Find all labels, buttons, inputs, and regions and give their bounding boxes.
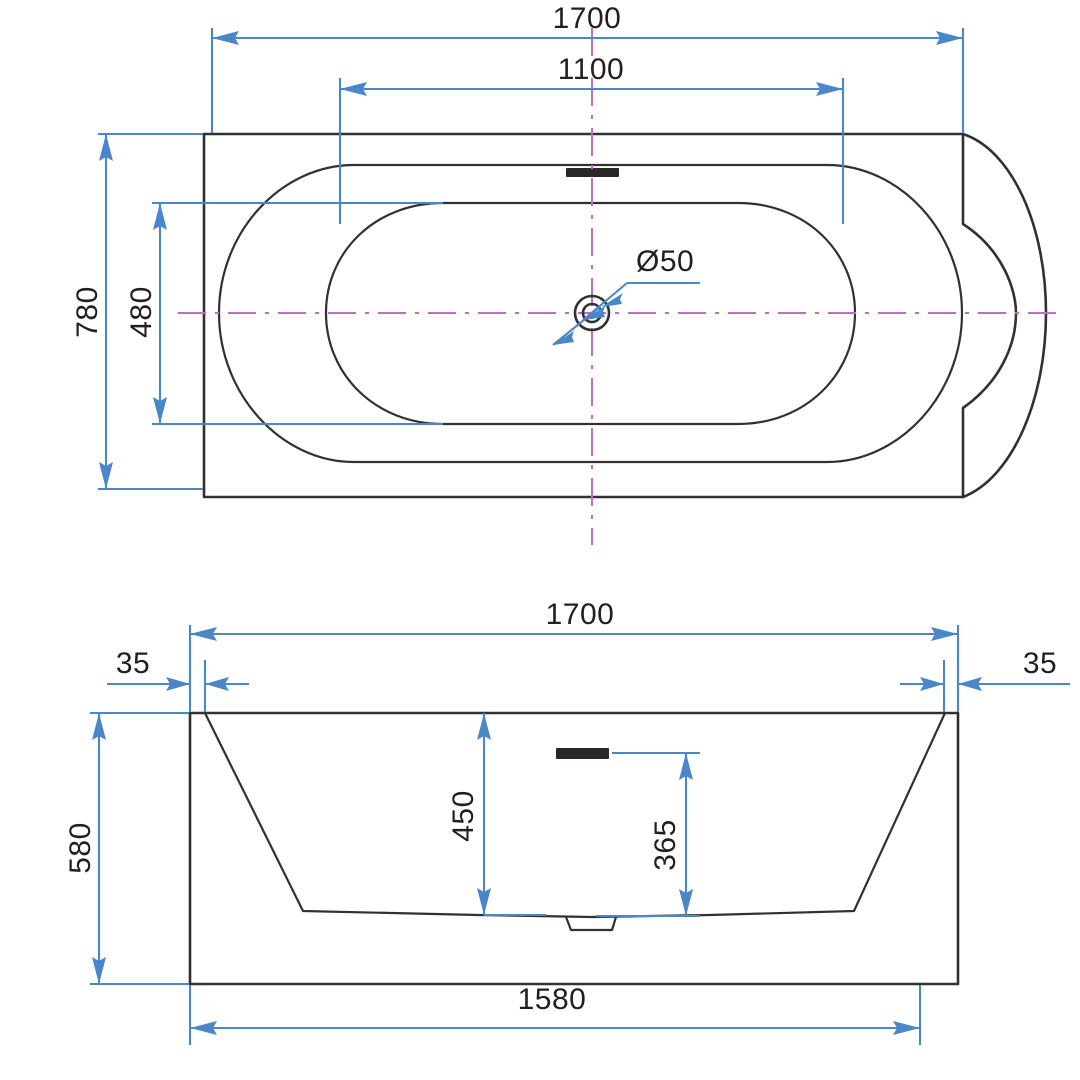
top-view: Ø50 1700 1100 780 xyxy=(71,2,1062,545)
dim-front-35-right xyxy=(900,634,1070,712)
dim-front-1580 xyxy=(188,985,922,1045)
drain-diameter-leader xyxy=(552,281,700,346)
dim-label-front-450: 450 xyxy=(447,790,480,842)
dim-top-1700 xyxy=(210,28,965,133)
dim-front-1700 xyxy=(188,625,960,700)
dim-label-left-780: 780 xyxy=(71,286,104,338)
drain-boss xyxy=(564,915,618,932)
dim-left-480 xyxy=(152,201,443,426)
front-view-outline xyxy=(188,711,960,986)
dim-front-35-left xyxy=(107,634,249,712)
front-view: 1700 35 35 580 xyxy=(64,598,1070,1045)
dim-front-450 xyxy=(477,713,546,917)
top-view-rim xyxy=(217,163,964,464)
centerlines xyxy=(178,28,1062,545)
dim-top-1100 xyxy=(338,78,845,224)
overflow-slot-icon xyxy=(566,168,619,177)
dim-label-front-35-right: 35 xyxy=(1023,647,1057,680)
dim-label-front-35-left: 35 xyxy=(116,647,150,680)
drain-diameter-label: Ø50 xyxy=(636,245,694,278)
dim-label-front-365: 365 xyxy=(649,819,682,871)
dim-label-left-480: 480 xyxy=(125,286,158,338)
dim-front-580 xyxy=(90,711,189,986)
dim-label-front-1700: 1700 xyxy=(546,598,615,631)
dim-label-front-580: 580 xyxy=(64,822,97,874)
dim-label-front-1580: 1580 xyxy=(518,983,587,1016)
dim-label-top-1700: 1700 xyxy=(553,2,622,35)
dim-label-top-1100: 1100 xyxy=(558,53,625,86)
top-view-outline xyxy=(202,132,1048,499)
top-view-basin xyxy=(324,201,857,426)
dim-front-365 xyxy=(596,751,700,918)
overflow-slot-icon-front xyxy=(556,748,609,759)
front-view-inner-profile xyxy=(203,711,947,919)
dim-left-780 xyxy=(98,132,203,491)
